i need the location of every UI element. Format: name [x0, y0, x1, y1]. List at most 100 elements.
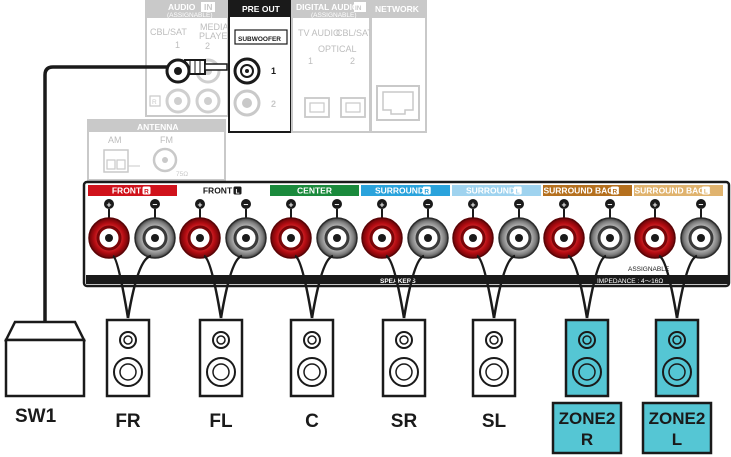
group-header-tag: L — [516, 188, 520, 195]
terminal-pair-1: +− — [179, 199, 267, 319]
plus-icon — [377, 199, 387, 209]
pre-out-title: PRE OUT — [242, 4, 281, 14]
group-header-label: FRONT — [112, 186, 142, 196]
minus-icon — [696, 199, 706, 209]
group-header-tag: R — [144, 188, 149, 195]
speakers-label: SPEAKERS — [380, 278, 416, 285]
pre-out-subwoofer-label: SUBWOOFER — [238, 36, 281, 43]
group-header-bar — [88, 185, 177, 196]
pre-out-block: PRE OUT SUBWOOFER 1 2 — [228, 0, 292, 133]
plus-icon — [104, 199, 114, 209]
speaker-label: SL — [482, 411, 507, 432]
network-title: NETWORK — [375, 4, 420, 14]
speaker-cable — [385, 254, 406, 319]
audio-in-player: PLAYER — [199, 31, 234, 41]
speaker-cable — [567, 254, 589, 319]
svg-text:−: − — [153, 200, 158, 210]
plus-icon — [559, 199, 569, 209]
plus-icon — [195, 199, 205, 209]
group-header-tag: R — [424, 188, 429, 195]
optical-port-icon — [340, 97, 366, 118]
minus-icon — [150, 199, 160, 209]
antenna-am: AM — [108, 135, 122, 145]
minus-icon — [514, 199, 524, 209]
speaker-fr: FR — [105, 318, 151, 432]
svg-text:+: + — [289, 200, 294, 210]
audio-in-num1: 1 — [175, 40, 180, 50]
plus-icon — [286, 199, 296, 209]
speaker-label: FL — [209, 411, 233, 432]
digital-audio-in-tag: IN — [355, 5, 362, 12]
digital-cbl-sat: CBL/SAT — [336, 28, 373, 38]
antenna-ohm: 75Ω — [176, 171, 188, 178]
minus-icon — [241, 199, 251, 209]
speaker-cable — [112, 254, 130, 319]
audio-in-r-tag: R — [152, 99, 157, 106]
fm-jack-icon — [152, 147, 178, 173]
group-header-label: FRONT — [203, 186, 233, 196]
group-header-bar — [452, 185, 541, 196]
digital-num1: 1 — [308, 56, 313, 66]
am-terminal-icon — [103, 149, 129, 173]
network-block: NETWORK — [370, 0, 427, 133]
group-header-bar — [270, 185, 359, 196]
group-header-tag: L — [236, 188, 240, 195]
digital-num2: 2 — [350, 56, 355, 66]
pre-out-num1: 1 — [271, 66, 276, 76]
svg-text:−: − — [426, 200, 431, 210]
audio-in-media: MEDIA — [200, 22, 229, 32]
group-header-label: SURROUND BACK — [634, 186, 711, 196]
speaker-cable — [203, 254, 223, 319]
speaker-sl: SL — [471, 318, 517, 432]
terminal-pair-5: +− — [543, 199, 631, 319]
subwoofer-cable — [43, 58, 228, 322]
svg-text:−: − — [335, 200, 340, 210]
antenna-fm: FM — [160, 135, 173, 145]
group-header-label: CENTER — [297, 186, 332, 196]
minus-icon — [332, 199, 342, 209]
digital-optical: OPTICAL — [318, 44, 357, 54]
group-header-bar — [361, 185, 450, 196]
group-header-bar — [634, 185, 723, 196]
assignable-label: ASSIGNABLE — [628, 266, 670, 273]
zone-label-box — [551, 401, 623, 455]
zone-label-box — [641, 401, 713, 455]
subwoofer-label: SW1 — [15, 406, 57, 427]
group-header-label: SURROUND BACK — [543, 186, 620, 196]
speaker-sr: SR — [381, 318, 427, 432]
group-header-label: SURROUND — [466, 186, 515, 196]
svg-text:+: + — [653, 200, 658, 210]
subwoofer-unit: SW1 — [3, 320, 87, 427]
rca-jack-icon — [165, 88, 191, 114]
group-header-tag: L — [704, 188, 708, 195]
top-connector-panel: AUDIO IN (ASSIGNABLE) CBL/SAT 1 MEDIA PL… — [87, 0, 427, 181]
digital-audio-title: DIGITAL AUDIO — [296, 2, 359, 12]
pre-out-num2: 2 — [271, 99, 276, 109]
svg-text:−: − — [608, 200, 613, 210]
group-header-tag: R — [612, 188, 617, 195]
terminal-pair-4: +− — [452, 199, 540, 319]
audio-in-tag: IN — [204, 2, 213, 12]
svg-text:−: − — [244, 200, 249, 210]
speakers-bar — [86, 275, 727, 284]
svg-text:+: + — [107, 200, 112, 210]
plus-icon — [468, 199, 478, 209]
speaker-label: R — [581, 430, 593, 449]
audio-in-num2: 2 — [205, 41, 210, 51]
audio-in-cblsat: CBL/SAT — [150, 27, 187, 37]
speaker-label: ZONE2 — [559, 409, 616, 428]
terminal-pair-0: +− — [88, 199, 176, 319]
svg-text:−: − — [699, 200, 704, 210]
minus-icon — [605, 199, 615, 209]
speaker-group-2: CENTER — [270, 185, 359, 196]
svg-text:+: + — [380, 200, 385, 210]
terminal-pair-3: +− — [361, 199, 449, 319]
